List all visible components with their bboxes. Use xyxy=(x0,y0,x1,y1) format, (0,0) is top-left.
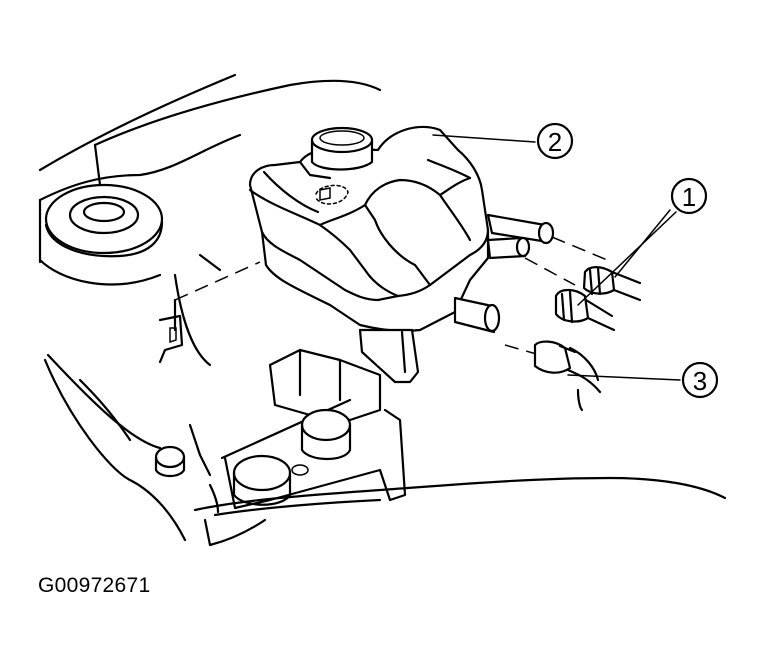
lower-outlet-hose xyxy=(453,296,602,412)
callout-3-label: 3 xyxy=(693,366,707,396)
hose-clamps xyxy=(554,266,642,332)
lower-engine-components xyxy=(43,348,727,547)
reservoir-bracket xyxy=(158,261,261,364)
callout-2: 2 xyxy=(536,122,574,160)
upper-hose-spigots xyxy=(486,213,613,286)
callout-1-label: 1 xyxy=(682,182,696,212)
filler-cap xyxy=(310,126,374,171)
coolant-reservoir xyxy=(248,125,490,384)
strut-tower xyxy=(44,183,222,367)
leader-lines xyxy=(432,134,681,381)
callout-3: 3 xyxy=(681,361,719,399)
figure-id-caption: G00972671 xyxy=(38,574,151,597)
engine-bay-outline xyxy=(38,73,382,286)
callout-1: 1 xyxy=(670,177,708,215)
callout-2-label: 2 xyxy=(548,127,562,157)
